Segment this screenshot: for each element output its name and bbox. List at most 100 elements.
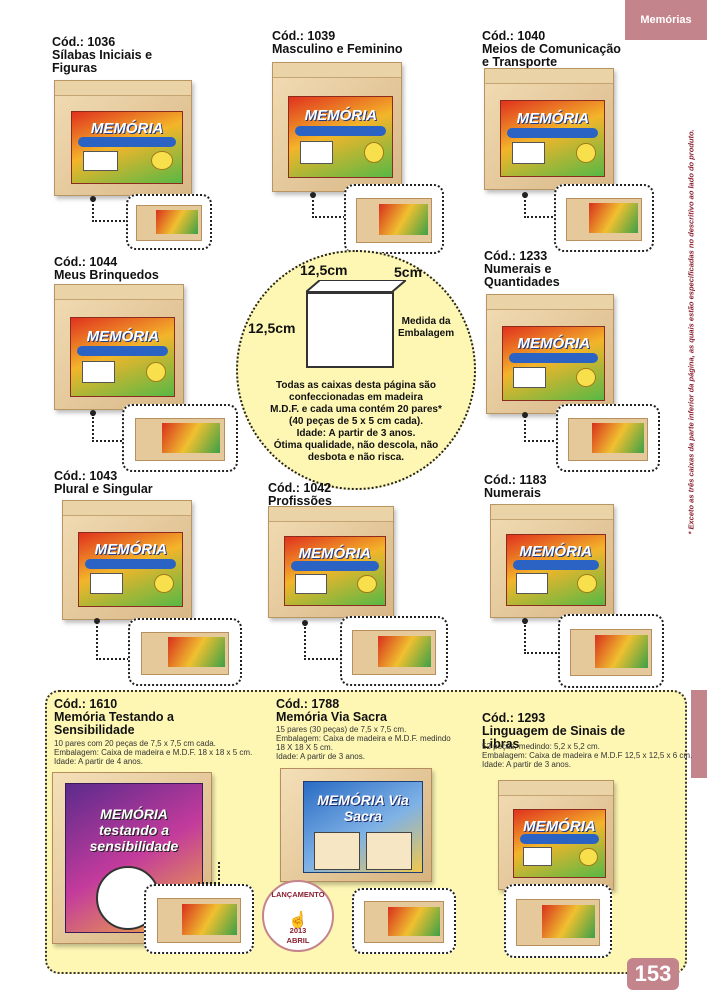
section-tab: Memórias bbox=[625, 0, 707, 40]
product-1039-thumbnail bbox=[344, 184, 444, 254]
product-1043-box: MEMÓRIA bbox=[62, 500, 192, 620]
product-1036-thumbnail bbox=[126, 194, 212, 250]
product-name-line: e Transporte bbox=[482, 55, 558, 69]
product-name-line: Figuras bbox=[52, 61, 98, 75]
product-1610-thumbnail bbox=[144, 884, 254, 954]
product-1293-thumbnail bbox=[504, 884, 612, 958]
product-code: Cód.: 1183 bbox=[484, 473, 547, 487]
side-note-text: * Exceto as três caixas da parte inferio… bbox=[686, 129, 696, 535]
product-1036-box: MEMÓRIA bbox=[54, 80, 192, 196]
box-title: MEMÓRIA bbox=[519, 543, 592, 561]
product-name-line: Meios de Comunicação bbox=[482, 42, 621, 56]
product-code: Cód.: 1043 bbox=[54, 469, 118, 483]
product-1042-thumbnail bbox=[340, 616, 448, 686]
product-1043-title: Cód.: 1043 Plural e Singular bbox=[54, 470, 153, 496]
product-1293-box: MEMÓRIA bbox=[498, 780, 614, 890]
product-name-line: Sílabas Iniciais e bbox=[52, 48, 153, 62]
launch-badge-line: 2013 bbox=[289, 926, 307, 935]
product-1044-box: MEMÓRIA bbox=[54, 284, 184, 410]
product-name-line: Plural e Singular bbox=[54, 482, 153, 496]
product-name-line: Meus Brinquedos bbox=[54, 268, 159, 282]
product-1610-title: Cód.: 1610 Memória Testando a Sensibilid… bbox=[54, 698, 174, 737]
product-1788-title: Cód.: 1788 Memória Via Sacra bbox=[276, 698, 387, 724]
product-1183-title: Cód.: 1183 Numerais bbox=[484, 474, 547, 500]
product-name-line: Masculino e Feminino bbox=[272, 42, 403, 56]
page-number: 153 bbox=[627, 958, 679, 990]
product-name-line: Profissões bbox=[268, 494, 332, 508]
product-code: Cód.: 1610 bbox=[54, 697, 118, 711]
product-1788-box: MEMÓRIA Via Sacra bbox=[280, 768, 432, 882]
product-code: Cód.: 1293 bbox=[482, 711, 546, 725]
product-code: Cód.: 1233 bbox=[484, 249, 548, 263]
product-1043-thumbnail bbox=[128, 618, 242, 686]
launch-badge-line: ABRIL bbox=[286, 936, 310, 945]
product-1039-title: Cód.: 1039 Masculino e Feminino bbox=[272, 30, 403, 56]
box-outline-icon bbox=[306, 292, 394, 368]
product-code: Cód.: 1042 bbox=[268, 481, 332, 495]
box-title: MEMÓRIA bbox=[90, 120, 164, 138]
connector-line bbox=[302, 620, 342, 660]
box-title: MEMÓRIA bbox=[94, 541, 168, 559]
illustration-card bbox=[314, 832, 360, 870]
product-name-line: Memória Testando a bbox=[54, 710, 174, 724]
product-1040-thumbnail bbox=[554, 184, 654, 252]
product-1042-title: Cód.: 1042 Profissões bbox=[268, 482, 332, 508]
product-code: Cód.: 1040 bbox=[482, 29, 546, 43]
side-note: * Exceto as três caixas da parte inferio… bbox=[681, 129, 696, 540]
product-1788-thumbnail bbox=[352, 888, 456, 954]
box-title: MEMÓRIA testando a sensibilidade bbox=[89, 806, 179, 854]
box-title: MEMÓRIA bbox=[304, 106, 378, 124]
connector-line bbox=[522, 618, 560, 654]
side-color-bar bbox=[691, 690, 707, 778]
product-1039-box: MEMÓRIA bbox=[272, 62, 402, 192]
product-name-line: Numerais e bbox=[484, 262, 552, 276]
product-1788-details: 15 pares (30 peças) de 7,5 x 7,5 cm. Emb… bbox=[276, 725, 451, 761]
product-name-line: Numerais bbox=[484, 486, 541, 500]
product-1610-details: 10 pares com 20 peças de 7,5 x 7,5 cm ca… bbox=[54, 739, 253, 766]
product-1036-title: Cód.: 1036 Sílabas Iniciais e Figuras bbox=[52, 36, 152, 75]
connector-line bbox=[198, 862, 220, 884]
box-title: MEMÓRIA bbox=[298, 544, 371, 562]
product-1788-label: MEMÓRIA Via Sacra bbox=[303, 781, 423, 873]
product-code: Cód.: 1039 bbox=[272, 29, 336, 43]
connector-line bbox=[90, 196, 128, 222]
product-1293-title: Cód.: 1293 Linguagem de Sinais de Libras bbox=[482, 712, 625, 751]
dimension-width: 12,5cm bbox=[300, 262, 348, 278]
product-1233-box: MEMÓRIA bbox=[486, 294, 614, 414]
product-1044-thumbnail bbox=[122, 404, 238, 472]
dimension-depth: 5cm bbox=[394, 264, 423, 280]
connector-line bbox=[522, 412, 558, 442]
connector-line bbox=[90, 410, 126, 442]
product-code: Cód.: 1788 bbox=[276, 697, 340, 711]
product-1042-box: MEMÓRIA bbox=[268, 506, 394, 618]
product-1233-thumbnail bbox=[556, 404, 660, 472]
product-code: Cód.: 1044 bbox=[54, 255, 118, 269]
product-name-line: Memória Via Sacra bbox=[276, 710, 387, 724]
packaging-description: Todas as caixas desta página são confecc… bbox=[270, 380, 442, 463]
connector-line bbox=[522, 192, 556, 218]
hand-pointer-icon: ☝ bbox=[288, 912, 308, 929]
product-1233-title: Cód.: 1233 Numerais e Quantidades bbox=[484, 250, 560, 289]
box-title: MEMÓRIA bbox=[517, 335, 591, 353]
box-title: MEMÓRIA Via Sacra bbox=[317, 792, 409, 824]
product-1040-title: Cód.: 1040 Meios de Comunicação e Transp… bbox=[482, 30, 621, 69]
product-code: Cód.: 1036 bbox=[52, 35, 116, 49]
box-title: MEMÓRIA bbox=[516, 110, 590, 128]
box-title: MEMÓRIA bbox=[86, 327, 160, 345]
product-1044-title: Cód.: 1044 Meus Brinquedos bbox=[54, 256, 159, 282]
launch-badge: LANÇAMENTO ☝ 2013 ABRIL bbox=[262, 880, 334, 952]
connector-line bbox=[310, 192, 348, 218]
product-1293-details: 52 peças, medindo: 5,2 x 5,2 cm. Embalag… bbox=[482, 742, 693, 769]
product-1183-box: MEMÓRIA bbox=[490, 504, 614, 618]
box-title: MEMÓRIA bbox=[523, 818, 596, 836]
product-name-line: Linguagem de Sinais de bbox=[482, 724, 626, 738]
connector-line bbox=[94, 618, 132, 660]
product-1183-thumbnail bbox=[558, 614, 664, 688]
product-name-line: Sensibilidade bbox=[54, 723, 135, 737]
dimension-height: 12,5cm bbox=[248, 320, 296, 336]
product-name-line: Libras bbox=[482, 737, 520, 751]
packaging-info-circle: 12,5cm 5cm 12,5cm Medida da Embalagem To… bbox=[236, 250, 476, 490]
product-1040-box: MEMÓRIA bbox=[484, 68, 614, 190]
measure-label: Medida da Embalagem bbox=[398, 316, 455, 339]
illustration-card bbox=[366, 832, 412, 870]
